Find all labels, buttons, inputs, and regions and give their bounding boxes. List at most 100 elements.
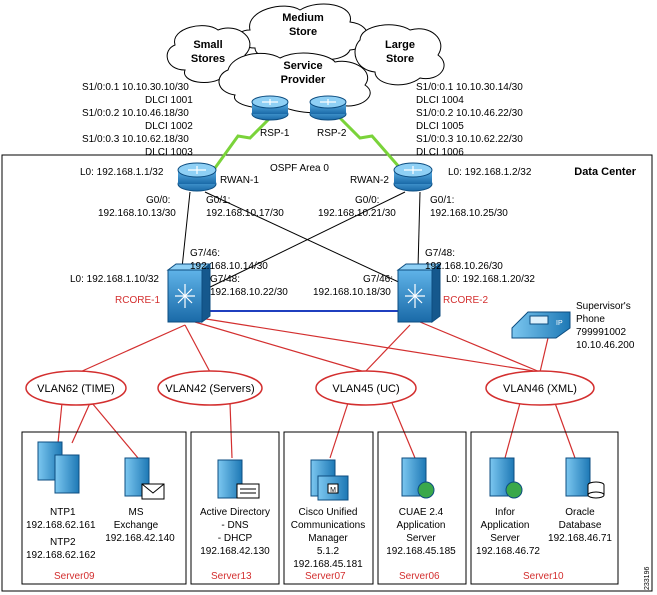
- box-server09-label: Server09: [54, 571, 95, 582]
- rsp1-config-1: S1/0:0.1 10.10.30.10/30: [82, 82, 189, 93]
- oracle-server-icon[interactable]: [565, 457, 605, 499]
- rwan1-g00-name: G0/0:: [146, 195, 170, 206]
- cucm-ip: 192.168.45.181: [293, 559, 363, 570]
- ntp1-name: NTP1: [50, 507, 76, 518]
- ip-phone-badge: IP: [556, 320, 563, 327]
- vlan-links: [57, 317, 576, 459]
- switch-rcore1[interactable]: [166, 263, 212, 323]
- cloud-small-line2: Stores: [191, 53, 225, 65]
- infor-line1: Infor: [495, 507, 516, 518]
- router-rwan1[interactable]: [177, 162, 217, 192]
- rwan1-loopback: L0: 192.168.1.1/32: [80, 167, 164, 178]
- rcore2-g748-ip: 192.168.10.26/30: [425, 261, 503, 272]
- cucm-server-icon[interactable]: M: [310, 459, 349, 501]
- rsp2-config-3: S1/0:0.2 10.10.46.22/30: [416, 108, 523, 119]
- phone-line-2: Phone: [576, 314, 605, 325]
- ospf-area-label: OSPF Area 0: [270, 163, 329, 174]
- cloud-provider-line1: Service: [283, 60, 322, 72]
- rcore2-loopback: L0: 192.168.1.20/32: [446, 274, 535, 285]
- cucm-line1: Cisco Unified: [299, 507, 358, 518]
- vlan42-ellipse: [157, 370, 263, 406]
- server-boxes: [21, 431, 619, 585]
- cloud-large-line1: Large: [385, 39, 415, 51]
- rsp2-config-5: S1/0:0.3 10.10.62.22/30: [416, 134, 523, 145]
- directory-server-icon[interactable]: [217, 459, 260, 499]
- rsp1-config-2: DLCI 1001: [145, 95, 193, 106]
- oracle-ip: 192.168.46.71: [548, 533, 612, 544]
- cuae-line1: CUAE 2.4: [399, 507, 444, 518]
- rcore2-label: RCORE-2: [443, 295, 488, 306]
- rsp2-config-1: S1/0:0.1 10.10.30.14/30: [416, 82, 523, 93]
- ad-ip: 192.168.42.130: [200, 546, 270, 557]
- wan-core-links: [181, 191, 421, 293]
- ad-line1: Active Directory: [200, 507, 270, 518]
- rsp2-config-6: DLCI 1006: [416, 147, 464, 158]
- serial-link-rsp2: [338, 116, 402, 169]
- vlan-ellipses: [25, 370, 595, 406]
- rcore2-g748-name: G7/48:: [425, 248, 455, 259]
- cucm-line2: Communications: [291, 520, 365, 531]
- rsp2-label: RSP-2: [317, 128, 347, 139]
- exchange-ip: 192.168.42.140: [105, 533, 175, 544]
- ad-line2: - DNS: [221, 520, 249, 531]
- cuae-line3: Server: [406, 533, 436, 544]
- ntp1-ip: 192.168.62.161: [26, 520, 96, 531]
- oracle-line2: Database: [559, 520, 602, 531]
- infor-ip: 192.168.46.72: [476, 546, 540, 557]
- ad-line3: - DHCP: [218, 533, 253, 544]
- box-server07: [283, 431, 374, 585]
- vlan62-ellipse: [25, 370, 127, 406]
- rcore2-g746-name: G7/46:: [363, 274, 393, 285]
- rsp1-config-4: DLCI 1002: [145, 121, 193, 132]
- rwan2-label: RWAN-2: [350, 175, 389, 186]
- rwan2-g00-name: G0/0:: [355, 195, 379, 206]
- rsp2-config-4: DLCI 1005: [416, 121, 464, 132]
- cloud-medium-line1: Medium: [282, 12, 324, 24]
- vlan62-label: VLAN62 (TIME): [37, 383, 115, 395]
- rwan1-g01-ip: 192.168.10.17/30: [206, 208, 284, 219]
- vlan46-label: VLAN46 (XML): [503, 383, 577, 395]
- switch-arrows-icon: [175, 284, 195, 308]
- phone-line-1: Supervisor's: [576, 301, 631, 312]
- vlan45-label: VLAN45 (UC): [332, 383, 399, 395]
- box-server10-label: Server10: [523, 571, 564, 582]
- rsp2-config-2: DLCI 1004: [416, 95, 464, 106]
- vlan42-label: VLAN42 (Servers): [165, 383, 254, 395]
- figure-id: 233196: [644, 567, 651, 590]
- router-rsp2[interactable]: [309, 95, 347, 121]
- rcore1-g746-ip: 192.168.10.14/30: [190, 261, 268, 272]
- cloud-large-line2: Store: [386, 53, 414, 65]
- vlan45-ellipse: [315, 370, 417, 406]
- infor-server-icon[interactable]: [489, 457, 523, 499]
- serial-link-rsp1: [213, 116, 272, 169]
- rcore1-label: RCORE-1: [115, 295, 160, 306]
- router-arrows-icon: [320, 99, 336, 105]
- box-server13-label: Server13: [211, 571, 252, 582]
- cucm-badge: M: [330, 487, 336, 494]
- rcore1-loopback: L0: 192.168.1.10/32: [70, 274, 159, 285]
- box-server09: [21, 431, 187, 585]
- rsp1-config-6: DLCI 1003: [145, 147, 193, 158]
- switch-rcore2[interactable]: [396, 263, 442, 323]
- cloud-small-line1: Small: [193, 39, 222, 51]
- cuae-line2: Application: [397, 520, 446, 531]
- infor-line2: Application: [481, 520, 530, 531]
- rsp1-config-5: S1/0:0.3 10.10.62.18/30: [82, 134, 189, 145]
- rcore1-g748-name: G7/48:: [210, 274, 240, 285]
- cuae-server-icon[interactable]: [401, 457, 435, 499]
- phone-line-4: 10.10.46.200: [576, 340, 635, 351]
- router-rsp1[interactable]: [251, 95, 289, 121]
- datacenter-frame: [1, 154, 653, 592]
- infor-line3: Server: [490, 533, 520, 544]
- router-arrows-icon: [404, 166, 422, 174]
- ip-phone-icon[interactable]: IP: [511, 311, 571, 339]
- exchange-server-icon[interactable]: [124, 457, 165, 500]
- rwan2-g01-ip: 192.168.10.25/30: [430, 208, 508, 219]
- box-server06: [377, 431, 467, 585]
- rwan1-g01-name: G0/1:: [206, 195, 230, 206]
- router-rwan2[interactable]: [393, 162, 433, 192]
- ntp-server-icons[interactable]: [37, 441, 80, 494]
- rcore1-g748-ip: 192.168.10.22/30: [210, 287, 288, 298]
- oracle-line1: Oracle: [565, 507, 595, 518]
